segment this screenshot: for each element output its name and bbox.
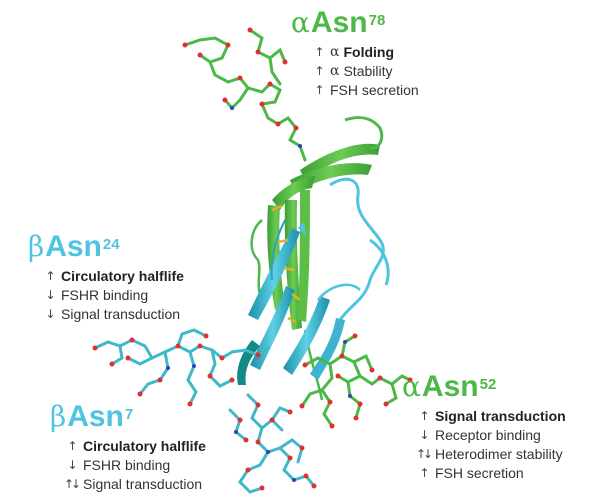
disulfide-bonds (271, 204, 301, 324)
up-arrow-icon: ↑ (45, 268, 55, 283)
label-heading: βAsn7 (50, 400, 134, 433)
up-arrow-icon: ↑ (314, 82, 324, 97)
effect-item: ↑ FSH secretion (416, 463, 566, 482)
label-alpha-asn52: αAsn52 ↑ Signal transduction ↓ Receptor … (402, 372, 566, 482)
effect-item: ↓ FSHR binding (64, 455, 206, 474)
effect-item: ↑ FSH secretion (311, 80, 418, 99)
label-heading: αAsn78 (291, 6, 386, 39)
alpha-subunit-ribbon (250, 116, 384, 401)
effect-item: ↑↓ Signal transduction (64, 475, 203, 492)
alpha-asn78-glycan (183, 28, 307, 162)
effect-item: ↑ Circulatory halflife (64, 436, 205, 455)
label-beta-asn7: βAsn7 ↑ Circulatory halflife ↓ FSHR bind… (50, 402, 206, 493)
effect-item: ↑ α Folding (311, 42, 419, 61)
effect-item: ↑ α Stability (311, 61, 419, 80)
effect-item: ↑ Circulatory halflife (42, 266, 183, 285)
beta-asn7-glycan (228, 393, 316, 494)
effect-item: ↓ FSHR binding (42, 285, 184, 304)
down-arrow-icon: ↓ (45, 306, 55, 321)
up-arrow-icon: ↑ (314, 63, 324, 78)
effect-item: ↑↓ Heterodimer stability (416, 445, 563, 462)
up-down-arrow-icon: ↑↓ (64, 476, 81, 491)
effects-list: ↑ Circulatory halflife ↓ FSHR binding ↓ … (42, 266, 184, 323)
effect-item: ↓ Signal transduction (42, 304, 184, 323)
effects-list: ↑ α Folding ↑ α Stability ↑ FSH secretio… (311, 42, 419, 99)
up-down-arrow-icon: ↑↓ (416, 446, 433, 461)
up-arrow-icon: ↑ (67, 438, 77, 453)
up-arrow-icon: ↑ (419, 465, 429, 480)
up-arrow-icon: ↑ (314, 44, 324, 59)
label-beta-asn24: βAsn24 ↑ Circulatory halflife ↓ FSHR bin… (28, 232, 184, 323)
effects-list: ↑ Circulatory halflife ↓ FSHR binding ↑↓… (64, 436, 206, 493)
effect-item: ↓ Receptor binding (416, 425, 566, 444)
label-heading: βAsn24 (28, 230, 120, 263)
down-arrow-icon: ↓ (419, 427, 429, 442)
up-arrow-icon: ↑ (419, 408, 429, 423)
alpha-asn78-glycan-oxygens (182, 27, 299, 131)
label-heading: αAsn52 (402, 370, 497, 403)
down-arrow-icon: ↓ (45, 287, 55, 302)
down-arrow-icon: ↓ (67, 457, 77, 472)
label-alpha-asn78: αAsn78 ↑ α Folding ↑ α Stability ↑ FSH s… (291, 8, 419, 99)
effects-list: ↑ Signal transduction ↓ Receptor binding… (416, 406, 566, 482)
beta-subunit-ribbon (237, 177, 390, 385)
effect-item: ↑ Signal transduction (416, 406, 565, 425)
alpha-asn52-glycan (300, 334, 412, 428)
